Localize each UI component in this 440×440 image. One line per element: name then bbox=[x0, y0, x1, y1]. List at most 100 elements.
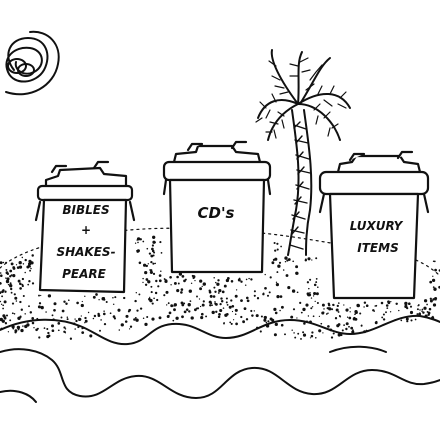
sand-speck bbox=[433, 260, 436, 263]
sand-speck bbox=[273, 307, 277, 311]
palm-tree-icon bbox=[255, 49, 351, 256]
sand-speck bbox=[242, 320, 246, 324]
sand-speck bbox=[133, 318, 136, 321]
sand-speck bbox=[331, 308, 334, 311]
sand-speck bbox=[250, 309, 253, 313]
sand-speck bbox=[136, 250, 139, 253]
sand-speck bbox=[164, 278, 166, 281]
sand-speck bbox=[287, 258, 291, 261]
sand-speck bbox=[256, 297, 260, 300]
sand-speck bbox=[259, 330, 262, 333]
sand-speck bbox=[299, 301, 302, 305]
sand-speck bbox=[139, 307, 143, 310]
sand-speck bbox=[433, 287, 437, 291]
sand-speck bbox=[2, 307, 4, 310]
sand-speck bbox=[0, 282, 2, 285]
sand-speck bbox=[276, 248, 279, 251]
sand-speck bbox=[155, 279, 158, 283]
bin-left-label-line-1: BIBLES bbox=[62, 203, 109, 217]
sand-speck bbox=[157, 285, 160, 288]
sand-speck bbox=[337, 323, 341, 326]
sand-speck bbox=[139, 238, 142, 241]
sand-speck bbox=[176, 275, 179, 279]
sand-speck bbox=[426, 303, 428, 306]
sand-speck bbox=[10, 262, 14, 266]
sand-speck bbox=[127, 310, 130, 313]
sand-speck bbox=[190, 282, 193, 285]
sand-speck bbox=[16, 325, 21, 330]
sand-speck bbox=[427, 313, 430, 317]
sand-speck bbox=[135, 292, 137, 294]
sand-speck bbox=[5, 268, 8, 271]
sand-speck bbox=[354, 313, 356, 316]
sand-speck bbox=[74, 328, 76, 330]
sand-speck bbox=[118, 329, 121, 331]
sand-speck bbox=[125, 314, 129, 318]
sand-speck bbox=[348, 316, 352, 320]
sand-speck bbox=[337, 311, 340, 313]
sand-speck bbox=[348, 325, 350, 328]
sand-speck bbox=[124, 320, 128, 323]
sand-speck bbox=[213, 286, 216, 289]
sand-speck bbox=[276, 271, 279, 274]
sand-speck bbox=[92, 317, 95, 320]
sand-speck bbox=[163, 294, 166, 297]
sand-speck bbox=[61, 309, 65, 313]
sand-speck bbox=[149, 270, 153, 274]
sand-speck bbox=[27, 283, 30, 286]
sand-speck bbox=[409, 310, 414, 315]
sand-speck bbox=[38, 336, 41, 339]
sand-speck bbox=[275, 281, 278, 283]
sand-speck bbox=[103, 310, 105, 312]
sand-speck bbox=[153, 297, 155, 300]
sand-speck bbox=[38, 294, 40, 297]
sand-speck bbox=[318, 315, 321, 318]
sand-speck bbox=[5, 279, 10, 284]
sand-speck bbox=[434, 268, 437, 272]
sand-speck bbox=[208, 290, 212, 294]
sand-speck bbox=[305, 303, 309, 307]
sand-speck bbox=[340, 334, 343, 337]
bin-right bbox=[318, 150, 430, 300]
sand-speck bbox=[315, 257, 318, 260]
sand-speck bbox=[387, 301, 391, 305]
sand-speck bbox=[13, 313, 16, 315]
sand-speck bbox=[5, 277, 7, 279]
sand-speck bbox=[13, 293, 16, 296]
sand-speck bbox=[22, 325, 24, 327]
sand-speck bbox=[426, 310, 429, 313]
sand-speck bbox=[323, 308, 325, 310]
bin-right-label-line-1: LUXURY bbox=[350, 219, 404, 233]
sand-speck bbox=[202, 300, 205, 303]
sand-speck bbox=[398, 309, 400, 312]
sand-speck bbox=[84, 316, 87, 320]
sand-speck bbox=[180, 301, 184, 305]
sand-speck bbox=[320, 322, 323, 325]
sand-speck bbox=[173, 303, 177, 307]
sand-speck bbox=[216, 282, 220, 286]
sand-speck bbox=[134, 242, 137, 244]
sand-speck bbox=[234, 294, 238, 298]
sand-speck bbox=[5, 261, 8, 264]
sand-speck bbox=[40, 305, 44, 310]
sand-speck bbox=[144, 283, 148, 286]
sand-speck bbox=[337, 302, 340, 304]
sand-speck bbox=[313, 283, 317, 287]
sand-speck bbox=[136, 239, 138, 241]
sand-speck bbox=[385, 311, 387, 314]
sand-speck bbox=[158, 279, 162, 283]
sand-speck bbox=[277, 264, 281, 268]
sand-speck bbox=[166, 304, 168, 306]
sand-speck bbox=[175, 316, 179, 320]
sand-speck bbox=[117, 308, 121, 312]
sand-speck bbox=[173, 308, 176, 312]
sand-speck bbox=[253, 310, 255, 312]
sand-speck bbox=[181, 303, 185, 307]
sand-speck bbox=[211, 304, 213, 307]
sand-speck bbox=[1, 290, 4, 294]
sand-speck bbox=[432, 315, 434, 318]
sand-speck bbox=[400, 319, 403, 322]
sand-speck bbox=[9, 282, 12, 285]
sand-speck bbox=[33, 327, 35, 329]
sand-speck bbox=[53, 302, 57, 306]
